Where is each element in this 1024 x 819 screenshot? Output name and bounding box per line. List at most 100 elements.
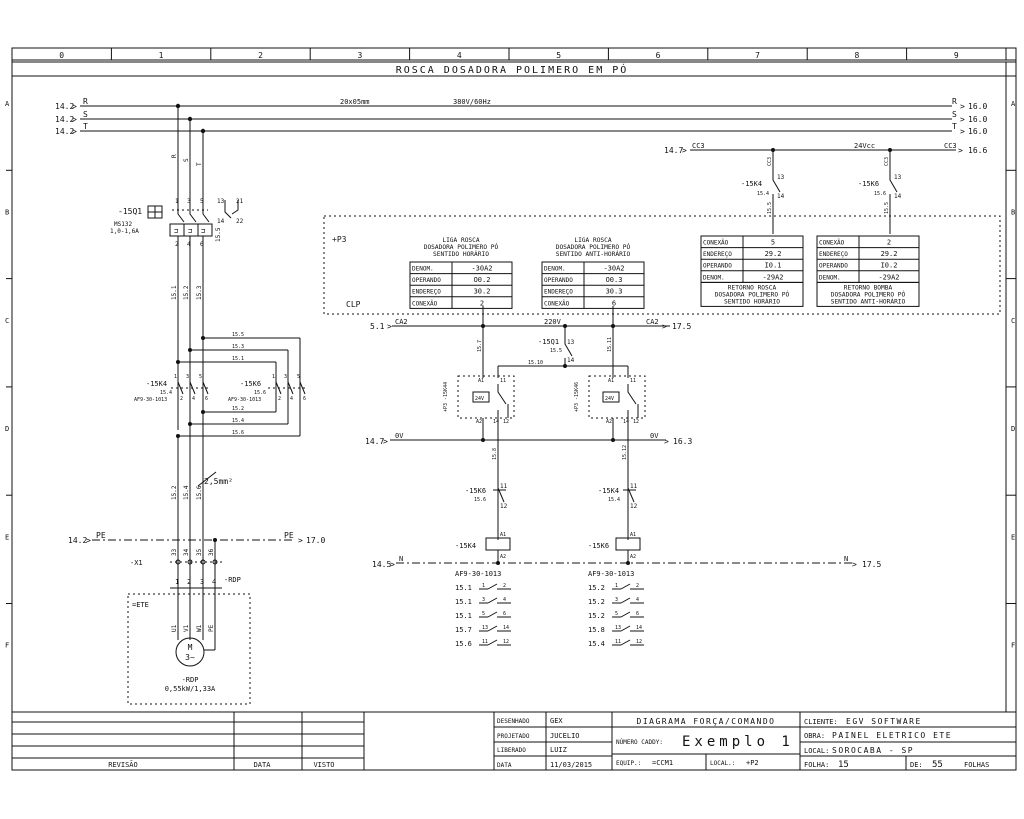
plc-table-value: 2: [480, 299, 484, 307]
svg-text:DATA: DATA: [254, 761, 272, 769]
svg-text:LIBERADO: LIBERADO: [497, 747, 526, 754]
column-label: 2: [258, 51, 263, 60]
plc-table-title: RETORNO ROSCA: [728, 284, 777, 291]
svg-text:15.2: 15.2: [183, 285, 190, 300]
svg-text:GEX: GEX: [550, 717, 563, 725]
svg-text:-15K4: -15K4: [741, 180, 762, 188]
svg-text:LOCAL:: LOCAL:: [804, 747, 829, 755]
svg-text:15.4: 15.4: [160, 390, 172, 396]
diagram-title: ROSCA DOSADORA POLIMERO EM PÓ: [396, 63, 629, 76]
svg-text:3: 3: [186, 374, 189, 380]
breaker-15q1: -15Q1 MS132 1,0-1,6A 1 3 5 13 21 ⊐ ⊐ ⊐ 1…: [110, 198, 244, 430]
svg-text:S: S: [952, 110, 957, 119]
svg-text:⊐: ⊐: [188, 227, 192, 235]
cc3-bus: 14.7 > CC3 24Vcc CC3 > 16.6: [664, 142, 987, 155]
svg-text:+P2: +P2: [746, 759, 759, 767]
svg-text:N: N: [844, 555, 848, 563]
svg-text:11: 11: [500, 483, 508, 490]
svg-text:17.5: 17.5: [862, 560, 881, 569]
svg-text:5.1: 5.1: [370, 322, 385, 331]
pe-line: 14.2 > PE PE > 17.0: [68, 531, 325, 640]
svg-text:15.12: 15.12: [622, 445, 628, 460]
contact-ref: 15.7: [455, 626, 472, 634]
svg-text:A2: A2: [500, 554, 506, 560]
row-label: C: [5, 317, 9, 325]
svg-text:>: >: [960, 115, 965, 124]
svg-text:-X1: -X1: [130, 559, 143, 567]
svg-text:14: 14: [777, 193, 785, 200]
svg-text:6: 6: [200, 241, 204, 248]
svg-text:16.0: 16.0: [968, 102, 987, 111]
svg-text:15.8: 15.8: [492, 448, 498, 460]
svg-text:VISTO: VISTO: [313, 761, 334, 769]
motor-rdp: =ETE U1 V1 W1 PE M 3~ -RDP 0,55kW/1,33A: [127, 590, 251, 705]
svg-text:15.5: 15.5: [232, 332, 244, 338]
row-label: E: [5, 533, 9, 541]
svg-text:-15Q1: -15Q1: [538, 338, 559, 346]
contact-ref: 15.4: [588, 640, 605, 648]
plc-table-key: OPERANDO: [412, 277, 441, 284]
plc-table-title: SENTIDO HORÁRIO: [433, 249, 489, 258]
plc-table-value: -30A2: [471, 265, 492, 273]
row-label: B: [1011, 208, 1015, 216]
svg-text:⊐: ⊐: [174, 227, 178, 235]
plc-table-title: LIGA ROSCA: [574, 237, 612, 244]
svg-text:24V: 24V: [475, 396, 484, 402]
svg-text:1: 1: [174, 374, 177, 380]
svg-text:15.5: 15.5: [550, 348, 562, 354]
cable-spec: 20x05mm: [340, 98, 370, 106]
contact-term: 13: [615, 625, 621, 631]
svg-text:-RDP: -RDP: [224, 576, 241, 584]
svg-text:DIAGRAMA FORÇA/COMANDO: DIAGRAMA FORÇA/COMANDO: [637, 717, 776, 726]
svg-text:15.5: 15.5: [884, 202, 890, 214]
interlock-k6: -15K6 15.6 11 12: [465, 483, 508, 510]
svg-text:15.10: 15.10: [528, 360, 543, 366]
svg-text:-15K6: -15K6: [240, 380, 261, 388]
svg-text:0V: 0V: [395, 432, 404, 440]
svg-text:2: 2: [180, 396, 183, 402]
svg-text:>: >: [664, 437, 669, 446]
plc-table-value: 29.2: [881, 250, 898, 258]
contact-term: 4: [636, 597, 639, 603]
svg-text:T: T: [83, 122, 88, 131]
column-label: 7: [755, 51, 760, 60]
contact-term: 11: [482, 639, 488, 645]
svg-text:12: 12: [630, 503, 638, 510]
svg-text:>: >: [72, 127, 77, 136]
svg-text:W1: W1: [196, 624, 203, 632]
column-label: 4: [457, 51, 462, 60]
svg-text:6: 6: [205, 396, 208, 402]
svg-text:+P3 -15K46: +P3 -15K46: [574, 382, 580, 412]
svg-text:A1: A1: [630, 532, 636, 538]
svg-text:FOLHAS: FOLHAS: [964, 761, 989, 769]
svg-text:2: 2: [175, 241, 179, 248]
plc-table-key: CONEXÃO: [819, 240, 845, 247]
svg-text:21: 21: [236, 198, 244, 205]
power-bus: 14.2 14.2 14.2 > > > R S T R S T > > > 1…: [55, 97, 987, 136]
svg-text:14.7: 14.7: [664, 146, 683, 155]
svg-text:15.6: 15.6: [254, 390, 266, 396]
row-label: F: [1011, 642, 1015, 650]
row-label: D: [5, 425, 9, 433]
svg-text:15.6: 15.6: [874, 191, 886, 197]
svg-text:N: N: [399, 555, 403, 563]
plc-table-key: DENOM.: [412, 266, 434, 273]
svg-text:REVISÃO: REVISÃO: [108, 760, 138, 769]
svg-text:5: 5: [200, 198, 204, 205]
contact-term: 6: [636, 611, 639, 617]
svg-text:>: >: [662, 322, 667, 331]
svg-text:55: 55: [932, 760, 943, 770]
svg-text:15.4: 15.4: [757, 191, 769, 197]
svg-text:16.6: 16.6: [968, 146, 987, 155]
svg-text:SOROCABA - SP: SOROCABA - SP: [832, 746, 914, 755]
svg-text:12: 12: [633, 419, 639, 425]
svg-text:DATA: DATA: [497, 762, 512, 769]
